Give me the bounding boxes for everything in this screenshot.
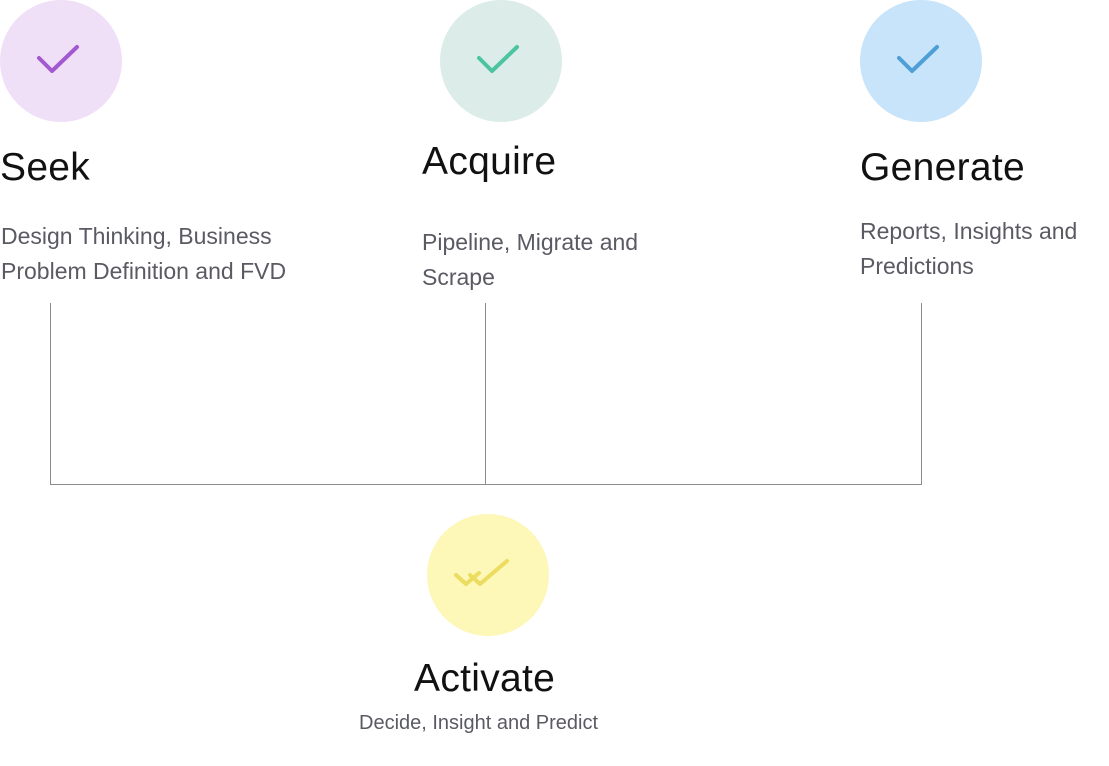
acquire-description-line: Scrape xyxy=(422,264,495,290)
acquire-circle xyxy=(440,0,562,122)
acquire-description-line: Pipeline, Migrate and xyxy=(422,229,639,255)
activate-circle xyxy=(427,514,549,636)
generate-description: Reports, Insights and Predictions xyxy=(860,214,1077,284)
activate-description: Decide, Insight and Predict xyxy=(359,712,599,734)
check-icon xyxy=(891,41,951,81)
seek-description-line: Problem Definition and FVD xyxy=(1,258,287,284)
generate-circle xyxy=(860,0,982,122)
generate-description-line: Reports, Insights and xyxy=(860,218,1078,244)
generate-title: Generate xyxy=(860,146,1026,189)
generate-description-line: Predictions xyxy=(860,253,974,279)
activate-title: Activate xyxy=(414,657,556,700)
double-check-icon xyxy=(452,555,524,595)
seek-circle xyxy=(0,0,122,122)
check-icon xyxy=(471,41,531,81)
check-icon xyxy=(31,41,91,81)
acquire-title: Acquire xyxy=(422,140,557,183)
seek-description: Design Thinking, Business Problem Defini… xyxy=(1,219,286,289)
seek-description-line: Design Thinking, Business xyxy=(1,223,272,249)
acquire-description: Pipeline, Migrate and Scrape xyxy=(422,225,638,295)
seek-title: Seek xyxy=(0,146,91,189)
